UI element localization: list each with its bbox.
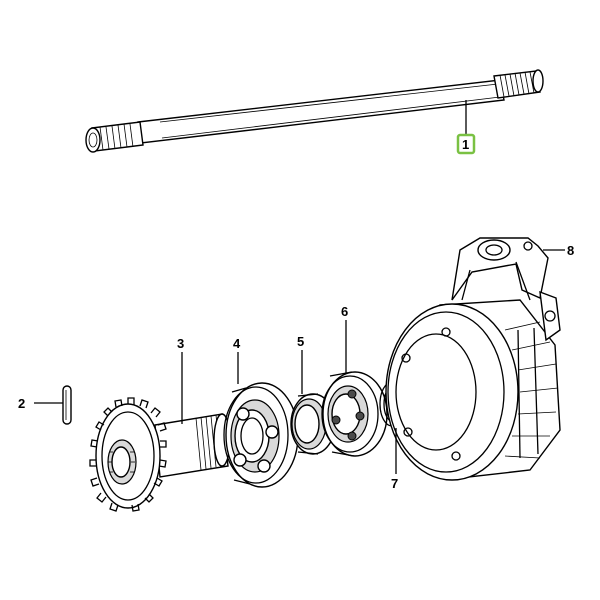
part-4-bearing[interactable] xyxy=(223,382,299,488)
callout-leaders xyxy=(34,100,565,474)
part-3-gear[interactable] xyxy=(89,397,231,512)
callout-6[interactable]: 6 xyxy=(341,304,348,319)
callout-2[interactable]: 2 xyxy=(18,396,25,411)
callout-1-highlight xyxy=(456,133,476,155)
callout-7[interactable]: 7 xyxy=(391,476,398,491)
part-1-shaft[interactable] xyxy=(85,69,544,153)
part-6-roller-bearing[interactable] xyxy=(321,371,388,457)
callout-5[interactable]: 5 xyxy=(297,334,304,349)
callout-8[interactable]: 8 xyxy=(567,243,574,258)
callout-4[interactable]: 4 xyxy=(233,336,241,351)
part-8-housing[interactable] xyxy=(385,237,561,481)
callout-3[interactable]: 3 xyxy=(177,336,184,351)
callout-1[interactable]: 1 xyxy=(462,137,469,152)
part-2-pin[interactable] xyxy=(62,385,72,425)
